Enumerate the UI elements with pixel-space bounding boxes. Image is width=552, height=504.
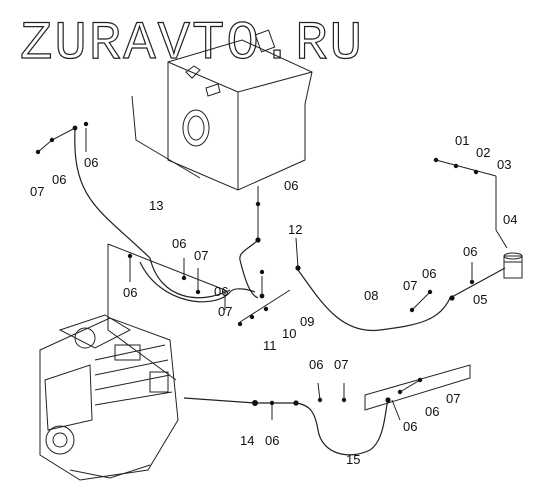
hose-13 (74, 129, 231, 299)
label-14: 14 (240, 433, 254, 448)
label-11: 11 (263, 338, 277, 353)
label-08: 08 (364, 288, 378, 303)
label-05: 05 (473, 292, 487, 307)
label-03: 03 (497, 157, 511, 172)
label-06-rclip-b: 06 (403, 419, 417, 434)
label-15: 15 (346, 452, 360, 467)
label-13: 13 (149, 198, 163, 213)
label-06-tank-b: 06 (52, 172, 66, 187)
watermark: ZURAVTO.RU (20, 14, 364, 75)
label-04: 04 (503, 212, 517, 227)
part-labels: 01 02 03 04 05 06 06 07 06 13 12 06 07 0… (30, 133, 517, 467)
label-07-line15: 07 (334, 357, 348, 372)
label-07-clip-c: 07 (218, 304, 232, 319)
label-10: 10 (282, 326, 296, 341)
leader-lines (37, 127, 508, 421)
fuel-tank (167, 29, 313, 191)
hose-08 (297, 269, 451, 332)
label-06-filter: 06 (463, 244, 477, 259)
label-07-tank: 07 (30, 184, 44, 199)
label-06-rclip-a: 06 (425, 404, 439, 419)
label-06-clip-c: 06 (214, 284, 228, 299)
hose-13-return (139, 261, 256, 303)
right-clip-zone-outline (364, 364, 471, 411)
hose-14-line (183, 397, 256, 404)
hose-05 (449, 267, 506, 299)
label-01: 01 (455, 133, 469, 148)
left-clip-zone-outline (107, 243, 226, 381)
hose-06-drop (239, 239, 259, 299)
label-06-outlet: 06 (284, 178, 298, 193)
label-06-line8: 06 (422, 266, 436, 281)
fuel-filter (503, 252, 523, 279)
label-06-tank-a: 06 (84, 155, 98, 170)
tank-zone-outline (131, 95, 201, 179)
label-09: 09 (300, 314, 314, 329)
fitting-dots (35, 121, 479, 406)
label-06-clip-b: 06 (123, 285, 137, 300)
hose-15 (255, 399, 389, 456)
label-06-line14: 06 (265, 433, 279, 448)
label-07-rclip: 07 (446, 391, 460, 406)
label-02: 02 (476, 145, 490, 160)
engine (39, 314, 179, 481)
label-07-clip-a: 07 (194, 248, 208, 263)
label-12: 12 (288, 222, 302, 237)
label-06-line15: 06 (309, 357, 323, 372)
label-06-clip-a: 06 (172, 236, 186, 251)
label-07-line8: 07 (403, 278, 417, 293)
